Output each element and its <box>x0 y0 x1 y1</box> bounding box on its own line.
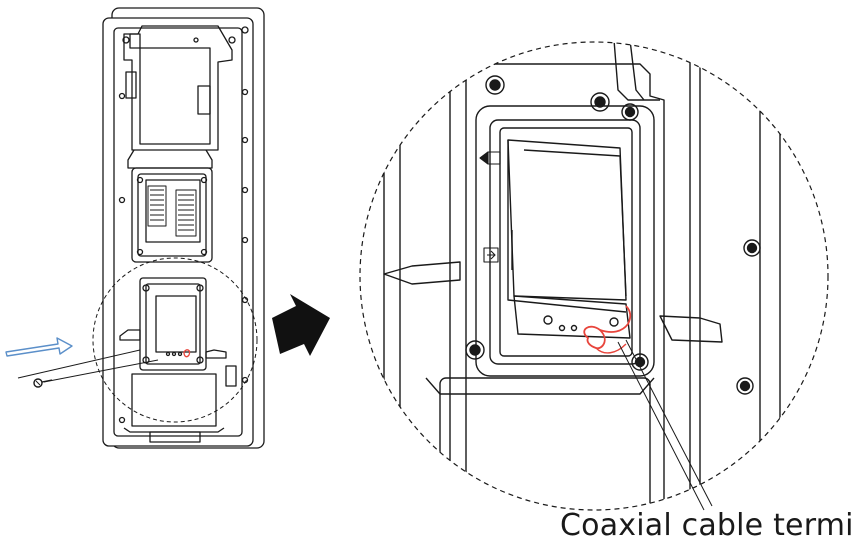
insert-direction-arrow-icon <box>5 337 73 357</box>
arrow-in-icon <box>479 151 501 165</box>
frame-screw <box>736 377 754 395</box>
zoom-direction-arrow-icon <box>272 294 330 356</box>
callout-label: Coaxial cable terminal <box>560 508 854 543</box>
arrow-out-icon <box>483 247 499 263</box>
coaxial-cable-highlight <box>583 305 632 354</box>
frame-screw <box>485 75 505 95</box>
terminal-block-left <box>147 185 167 227</box>
frame-screw <box>465 340 485 360</box>
callout-leader-line <box>617 339 713 511</box>
zoom-source-circle <box>92 257 258 423</box>
device-back-view <box>102 7 265 449</box>
side-holes <box>118 26 249 424</box>
frame-screw <box>590 92 610 112</box>
screw-assembly <box>17 349 159 388</box>
frame-screw <box>743 239 761 257</box>
zoom-circle-outline <box>359 41 829 511</box>
terminal-block-right <box>175 189 197 237</box>
screw-icon <box>33 378 53 388</box>
zoom-detail <box>359 41 829 511</box>
